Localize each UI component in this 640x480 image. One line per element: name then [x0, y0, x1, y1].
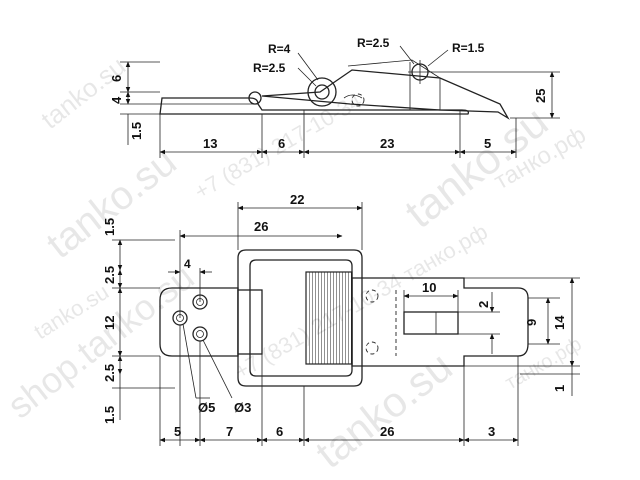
spring-coil [305, 271, 353, 365]
wire-loop-inner [249, 259, 353, 377]
catch-slot [403, 311, 459, 335]
top-dim-26: 26 [254, 219, 268, 234]
right-dim-2: 2 [476, 301, 491, 308]
hinge-curl [248, 91, 262, 105]
hole-dia-3: Ø3 [234, 400, 251, 415]
left-dim-2-5-top: 2.5 [102, 266, 117, 284]
watermark-site-left: tanko.su [38, 139, 184, 267]
right-dim-10: 10 [422, 280, 436, 295]
side-view: R=4 R=2.5 R=2.5 R=1.5 6 4 1.5 25 13 6 23… [109, 36, 560, 158]
right-dim-14: 14 [552, 315, 567, 330]
left-dim-1-5-bottom: 1.5 [102, 406, 117, 424]
wire-loop-outer [237, 249, 363, 387]
top-view: 22 26 4 1.5 2.5 12 2.5 1.5 10 2 [102, 192, 580, 446]
top-dim-22: 22 [290, 192, 304, 207]
side-dim-5: 5 [484, 136, 491, 151]
side-dim-25: 25 [533, 89, 548, 103]
side-dim-6: 6 [109, 75, 124, 82]
pivot-outer [307, 77, 337, 107]
base-plate-top [159, 287, 239, 357]
pivot-inner [314, 84, 330, 100]
radius-r25-hook-label: R=2.5 [357, 36, 390, 50]
radius-r4-label: R=4 [268, 42, 291, 56]
watermark-rf-bottom: танко.рф [502, 333, 586, 394]
lever-side [261, 69, 510, 120]
side-dim-23: 23 [380, 136, 394, 151]
watermark-phone-rf: +7 (831) 217-10-34 танко.рф [230, 219, 492, 385]
base-plate-side [159, 97, 470, 115]
left-dim-1-5-top: 1.5 [102, 218, 117, 236]
hole-lower [192, 326, 208, 342]
bottom-dim-5: 5 [174, 424, 181, 439]
left-dim-12: 12 [102, 316, 117, 330]
bottom-dim-3: 3 [488, 424, 495, 439]
side-dim-1-5: 1.5 [129, 122, 144, 140]
bottom-dim-7: 7 [226, 424, 233, 439]
side-dim-13: 13 [203, 136, 217, 151]
right-dim-1: 1 [552, 385, 567, 392]
radius-r15-label: R=1.5 [452, 41, 485, 55]
watermark-site: tanko.su [35, 51, 131, 135]
radius-r25-label: R=2.5 [253, 61, 286, 75]
top-dim-4: 4 [184, 257, 191, 271]
hole-dia-5: Ø5 [198, 400, 215, 415]
left-dim-2-5-bottom: 2.5 [102, 364, 117, 382]
bottom-dim-6: 6 [276, 424, 283, 439]
side-dim-4: 4 [109, 96, 124, 104]
bottom-dim-26: 26 [380, 424, 394, 439]
right-dim-9: 9 [524, 319, 539, 326]
side-dim-6-bottom: 6 [278, 136, 285, 151]
